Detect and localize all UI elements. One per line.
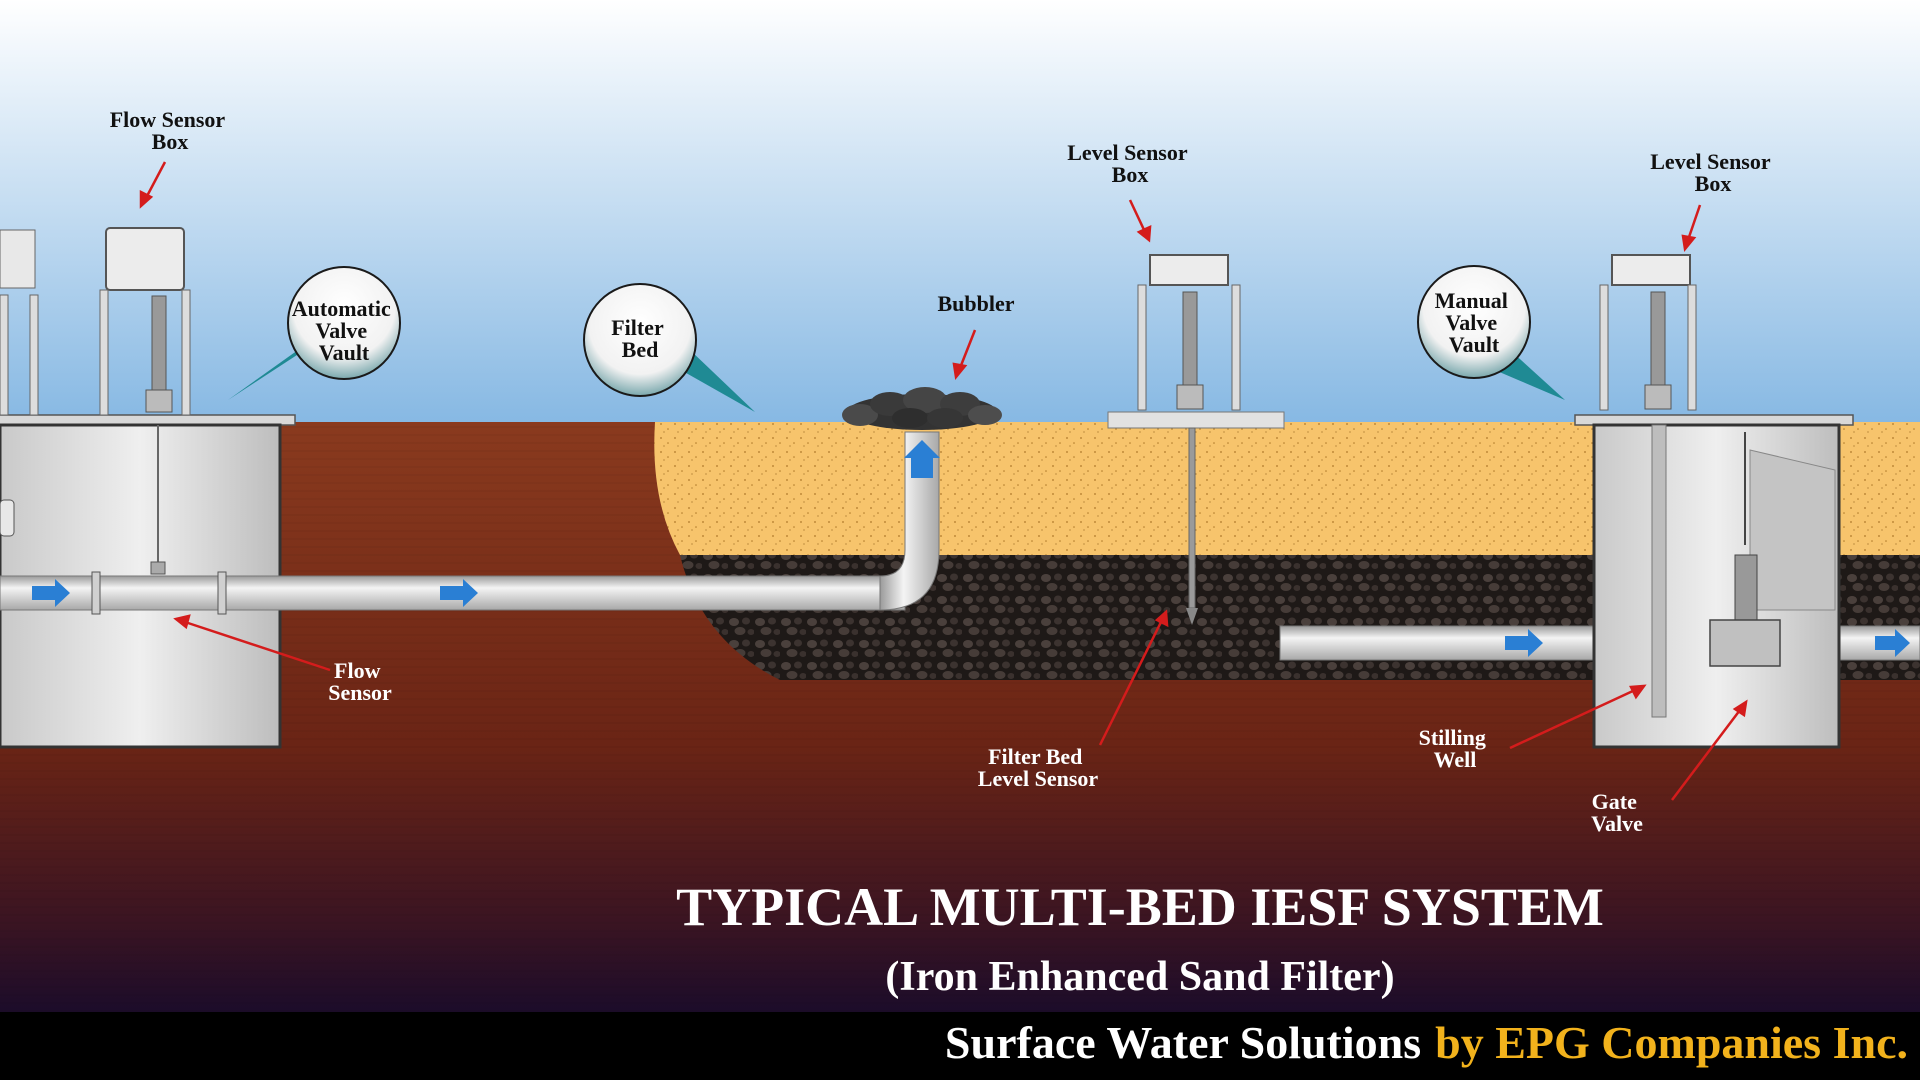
filter-bed-bubble (583, 283, 697, 397)
flow-arrow (1505, 629, 1543, 657)
sky (0, 0, 1920, 425)
pipe-collar (91, 571, 101, 615)
level-sensor-box-2-label: Level Sensor Box (1650, 149, 1775, 196)
flow-arrow-up (904, 440, 940, 478)
bubbler-label: Bubbler (937, 291, 1014, 316)
bubbler-stones (842, 387, 1002, 430)
flow-sensor-box-stand (0, 227, 191, 416)
vault-fitting (0, 499, 15, 537)
callout-tail (672, 350, 755, 412)
level-sensor-box-1-stand (1107, 254, 1285, 625)
filter-bed-level-sensor-label: Filter Bed Level Sensor (978, 744, 1099, 791)
level-sensor-box-1-label: Level Sensor Box (1067, 140, 1192, 187)
manual-valve-vault-bubble (1417, 265, 1531, 379)
manual-valve-vault (1574, 414, 1854, 749)
gate-valve-label: Gate Valve (1591, 789, 1643, 836)
flow-arrow (440, 579, 478, 607)
pipe-collar (217, 571, 227, 615)
automatic-valve-vault-label: Automatic Valve Vault (292, 296, 396, 365)
filter-bed-label: Filter Bed (611, 315, 669, 362)
diagram-title: TYPICAL MULTI-BED IESF SYSTEM (676, 877, 1604, 937)
diagram-subtitle: (Iron Enhanced Sand Filter) (885, 954, 1394, 1000)
stilling-well-label: Stilling Well (1419, 725, 1492, 772)
stilling-well-tube (1651, 424, 1667, 718)
pointer-arrows (139, 161, 1748, 801)
flow-arrow (32, 579, 70, 607)
flow-arrow (1875, 629, 1910, 657)
manual-valve-vault-label: Manual Valve Vault (1435, 288, 1514, 357)
level-sensor-box-2-stand (1599, 254, 1697, 411)
footer-bar (0, 1012, 1920, 1080)
flow-sensor-probe (150, 561, 166, 575)
flow-sensor-label: Flow Sensor (328, 658, 392, 705)
automatic-valve-vault-bubble (287, 266, 401, 380)
flow-sensor-box-label: Flow Sensor Box (110, 107, 231, 154)
filter-bed-level-probe (1188, 427, 1196, 609)
